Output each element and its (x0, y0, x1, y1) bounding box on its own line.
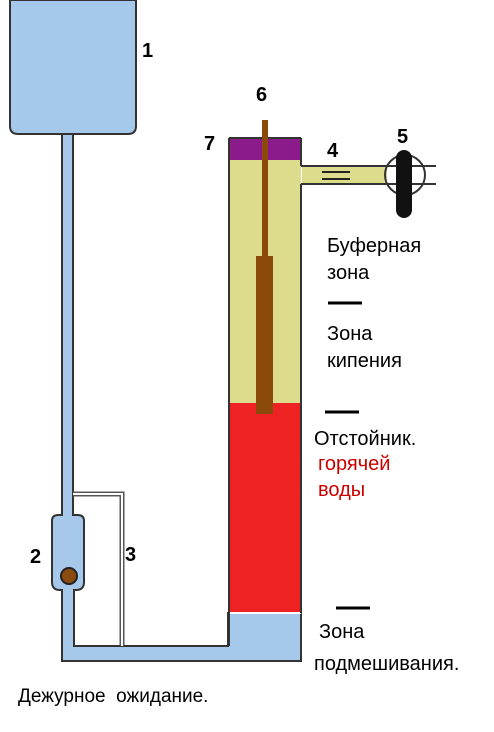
heater-rod-thin (262, 120, 268, 258)
outlet-pipe (301, 165, 436, 185)
thermometer-icon (396, 150, 412, 218)
check-valve-ball-icon (60, 567, 78, 585)
boiling-zone-line1: Зона (327, 323, 373, 345)
heater-rod-thick (256, 256, 273, 414)
outlet-pipe-fill (302, 167, 387, 183)
label-5: 5 (397, 126, 409, 148)
label-4: 4 (327, 140, 339, 162)
label-7: 7 (204, 133, 216, 155)
settler-line2: горячей (318, 453, 391, 475)
settler-line1: Отстойник. (314, 428, 417, 450)
label-3: 3 (125, 544, 137, 566)
diagram-caption: Дежурное ожидание. (18, 686, 209, 707)
buffer-zone-line1: Буферная (327, 235, 422, 257)
label-1: 1 (142, 40, 154, 62)
mixing-zone-line2: подмешивания. (314, 653, 460, 675)
label-2: 2 (30, 546, 42, 568)
boiling-zone-line2: кипения (327, 350, 402, 372)
bypass-tube-inner (73, 493, 123, 646)
supply-tank (9, 0, 137, 135)
buffer-zone-line2: зона (327, 262, 370, 284)
hot-water-settler-zone (229, 403, 301, 613)
mixing-zone-line1: Зона (319, 621, 365, 643)
label-6: 6 (256, 84, 268, 106)
settler-line3: воды (318, 479, 366, 501)
